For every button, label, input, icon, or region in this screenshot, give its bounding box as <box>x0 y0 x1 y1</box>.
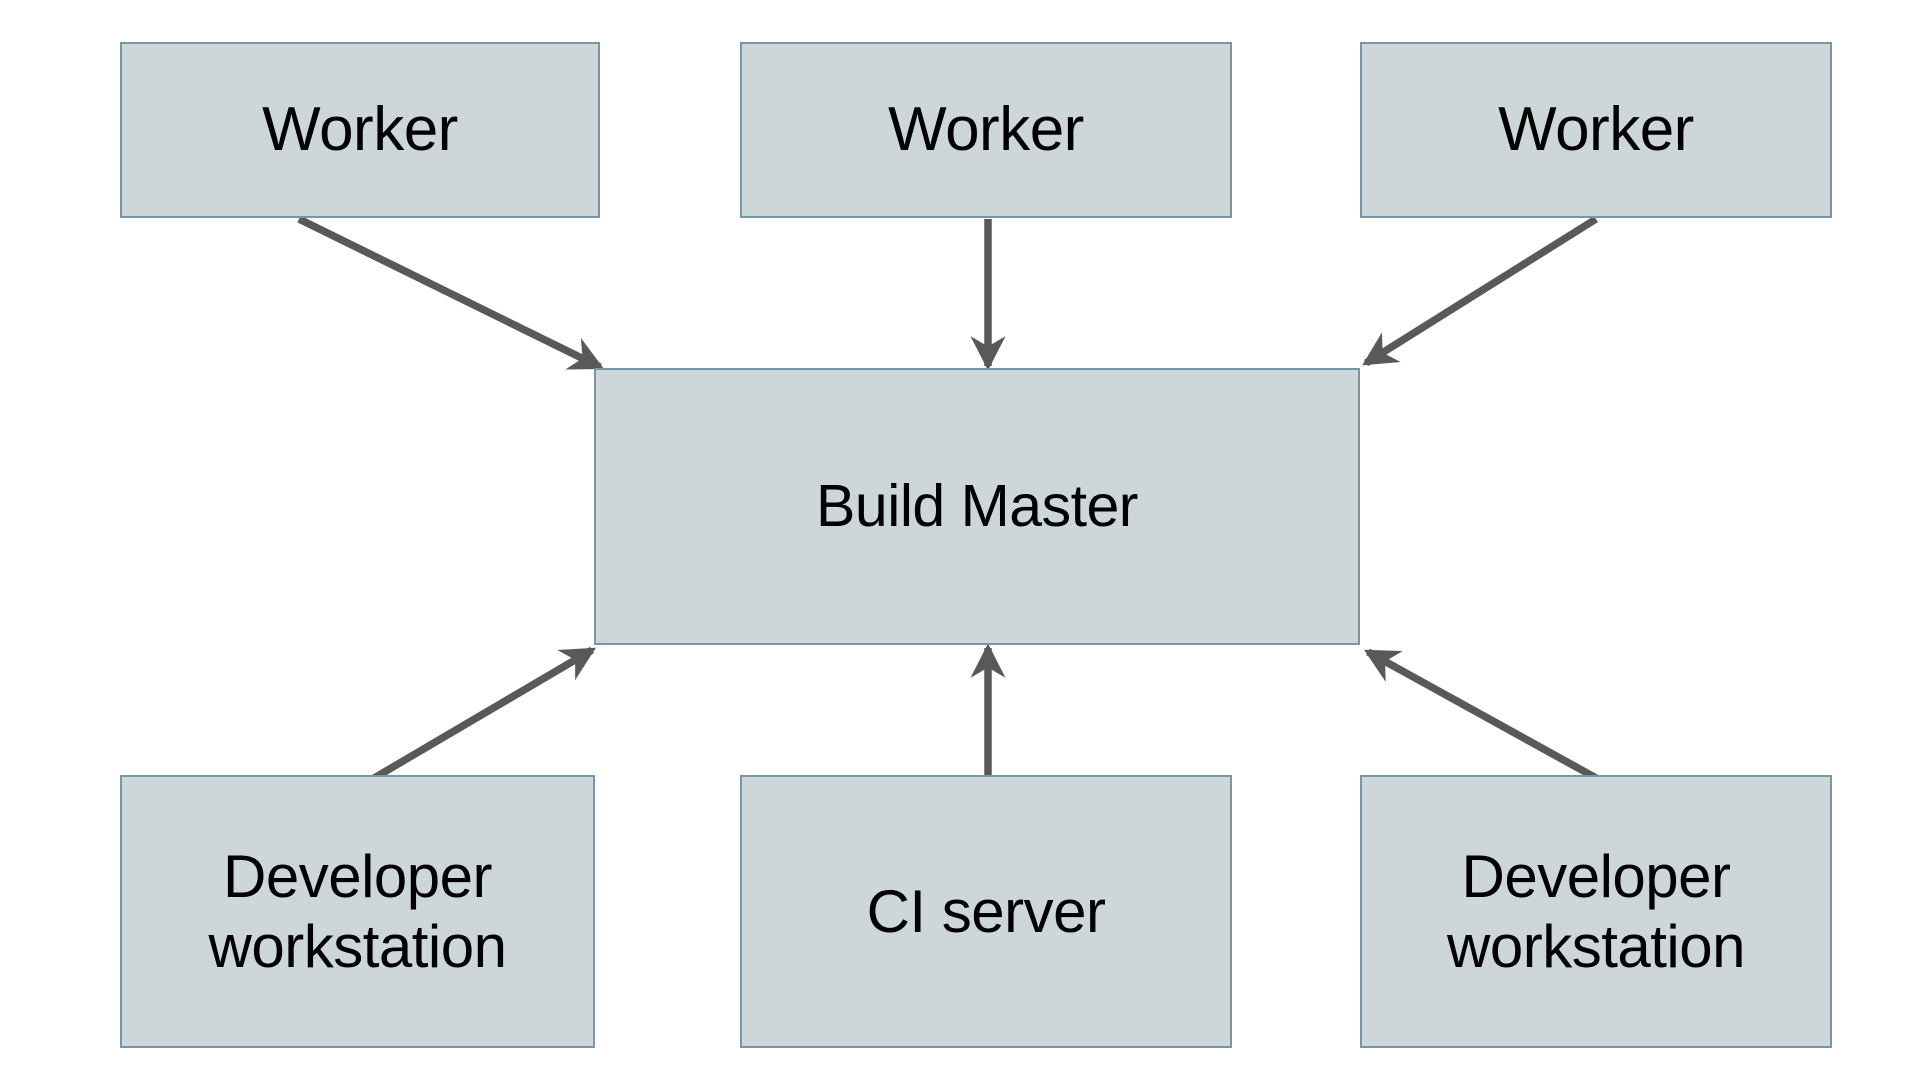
edge-worker-3-to-build-master <box>1362 215 1598 367</box>
edge-worker-1-to-build-master <box>297 215 605 371</box>
node-developer-workstation-left-label: Developer workstation <box>208 842 507 980</box>
node-worker-1-label: Worker <box>262 95 458 165</box>
node-worker-3-label: Worker <box>1498 95 1694 165</box>
node-developer-workstation-right[interactable]: Developer workstation <box>1360 775 1832 1048</box>
edge-dev-ws-right-to-build-master <box>1364 648 1609 788</box>
edge-dev-ws-left-to-build-master <box>362 646 596 788</box>
node-build-master-label: Build Master <box>816 473 1138 540</box>
node-worker-1[interactable]: Worker <box>120 42 600 218</box>
node-worker-2-label: Worker <box>888 95 1084 165</box>
node-ci-server-label: CI server <box>866 877 1106 945</box>
node-worker-3[interactable]: Worker <box>1360 42 1832 218</box>
node-worker-2[interactable]: Worker <box>740 42 1232 218</box>
node-build-master[interactable]: Build Master <box>594 368 1360 645</box>
node-developer-workstation-right-label: Developer workstation <box>1447 842 1745 980</box>
node-ci-server[interactable]: CI server <box>740 775 1232 1048</box>
node-developer-workstation-left[interactable]: Developer workstation <box>120 775 595 1048</box>
